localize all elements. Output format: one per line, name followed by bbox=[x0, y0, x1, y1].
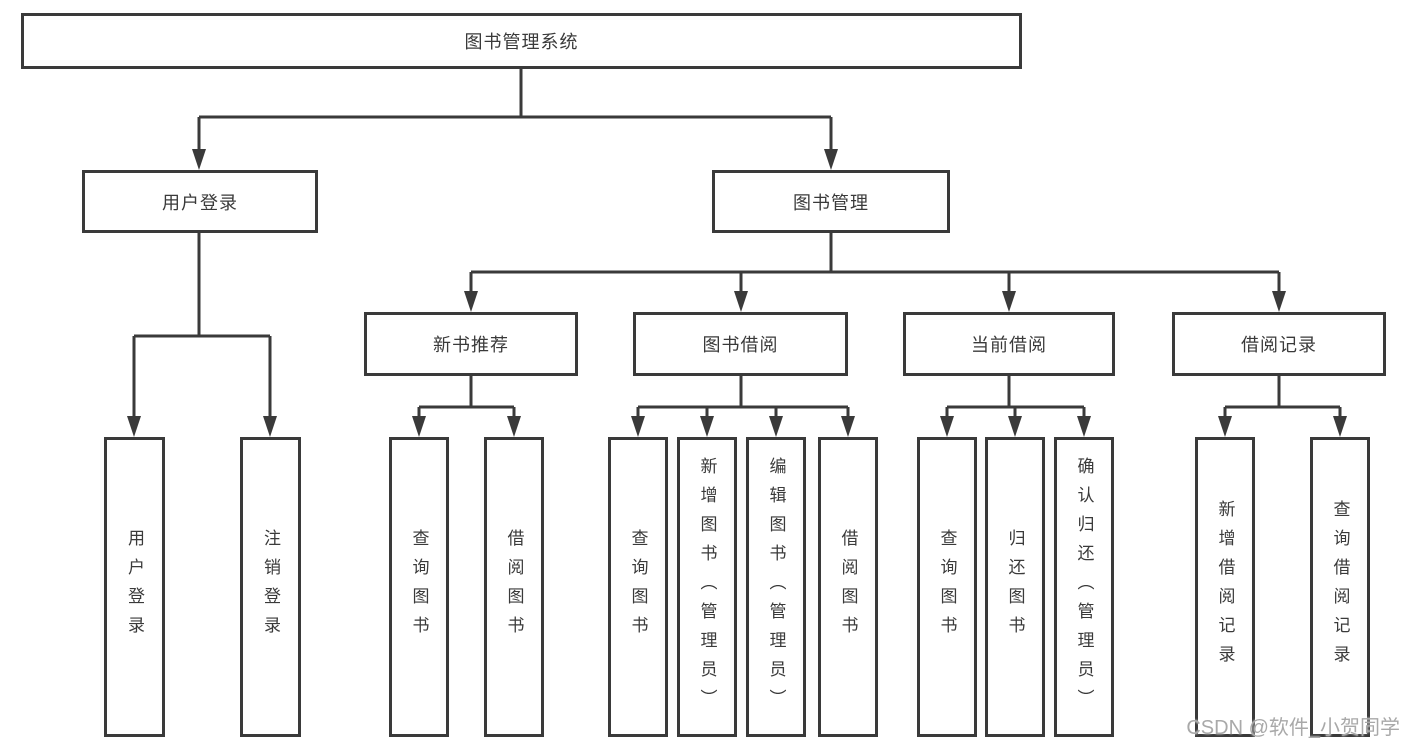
node-root: 图书管理系统 bbox=[21, 13, 1022, 69]
node-new-book-recommend-label: 新书推荐 bbox=[433, 335, 509, 355]
node-new-book-recommend: 新书推荐 bbox=[364, 312, 578, 376]
node-current-borrow: 当前借阅 bbox=[903, 312, 1115, 376]
node-user-login-label: 用户登录 bbox=[162, 192, 238, 213]
node-borrow-record-label: 借阅记录 bbox=[1241, 335, 1317, 355]
node-current-borrow-label: 当前借阅 bbox=[971, 335, 1047, 355]
leaf-query-book-current: 查询图书 bbox=[917, 437, 977, 737]
leaf-confirm-return-admin-label: 确认归还（管理员） bbox=[1074, 456, 1094, 718]
leaf-user-login-label: 用户登录 bbox=[125, 529, 144, 645]
leaf-add-borrow-record: 新增借阅记录 bbox=[1195, 437, 1255, 737]
node-book-management: 图书管理 bbox=[712, 170, 950, 233]
leaf-borrow-book-recommend-label: 借阅图书 bbox=[504, 529, 524, 645]
leaf-borrow-book-recommend: 借阅图书 bbox=[484, 437, 544, 737]
leaf-query-book-recommend: 查询图书 bbox=[389, 437, 449, 737]
arrowheads bbox=[127, 149, 1347, 437]
watermark: CSDN @软件_小贺同学 bbox=[1186, 717, 1400, 739]
leaf-query-borrow-record: 查询借阅记录 bbox=[1310, 437, 1370, 737]
leaf-query-book-current-label: 查询图书 bbox=[937, 529, 957, 645]
leaf-borrow-book: 借阅图书 bbox=[818, 437, 878, 737]
leaf-query-book-recommend-label: 查询图书 bbox=[409, 529, 429, 645]
leaf-edit-book-admin: 编辑图书（管理员） bbox=[746, 437, 806, 737]
node-root-label: 图书管理系统 bbox=[464, 32, 579, 52]
leaf-logout-login: 注销登录 bbox=[240, 437, 301, 737]
leaf-borrow-book-label: 借阅图书 bbox=[838, 529, 858, 645]
leaf-query-book-borrow-label: 查询图书 bbox=[628, 529, 648, 645]
leaf-add-book-admin-label: 新增图书（管理员） bbox=[697, 456, 717, 718]
leaf-user-login: 用户登录 bbox=[104, 437, 165, 737]
node-book-borrow-label: 图书借阅 bbox=[702, 335, 779, 355]
leaf-logout-login-label: 注销登录 bbox=[261, 529, 280, 645]
node-book-borrow: 图书借阅 bbox=[633, 312, 848, 376]
node-borrow-record: 借阅记录 bbox=[1172, 312, 1386, 376]
leaf-return-book-label: 归还图书 bbox=[1005, 529, 1025, 645]
leaf-add-borrow-record-label: 新增借阅记录 bbox=[1215, 500, 1235, 674]
leaf-return-book: 归还图书 bbox=[985, 437, 1045, 737]
leaf-confirm-return-admin: 确认归还（管理员） bbox=[1054, 437, 1114, 737]
leaf-add-book-admin: 新增图书（管理员） bbox=[677, 437, 737, 737]
leaf-query-borrow-record-label: 查询借阅记录 bbox=[1330, 500, 1350, 674]
leaf-query-book-borrow: 查询图书 bbox=[608, 437, 668, 737]
node-user-login: 用户登录 bbox=[82, 170, 318, 233]
node-book-management-label: 图书管理 bbox=[793, 192, 869, 213]
leaf-edit-book-admin-label: 编辑图书（管理员） bbox=[766, 456, 786, 718]
